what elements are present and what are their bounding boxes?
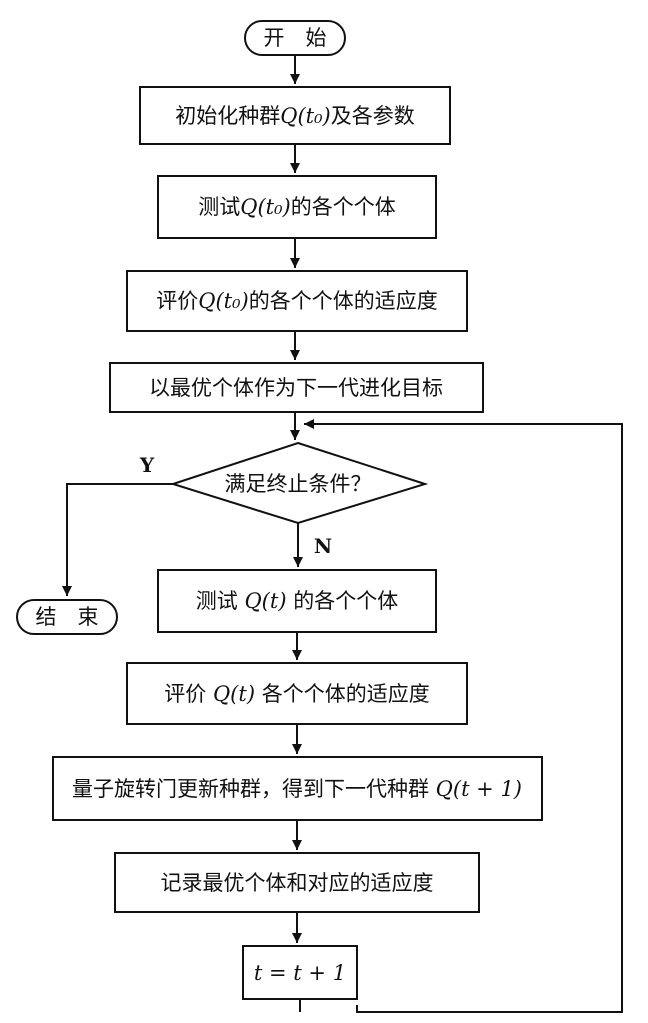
test0-box — [157, 175, 437, 239]
yes-label: Y — [139, 453, 155, 477]
end-terminal — [16, 599, 118, 635]
record-label: 记录最优个体和对应的适应度 — [161, 871, 434, 895]
end-label: 结 束 — [36, 605, 99, 629]
target-label: 以最优个体作为下一代进化目标 — [149, 376, 443, 400]
update-box — [52, 756, 543, 821]
eval-t-label: 评价 Q(t) 各个个体的适应度 — [164, 682, 429, 706]
init-box — [139, 86, 451, 145]
increment-box — [242, 945, 358, 1000]
init-label: 初始化种群Q(t₀)及各参数 — [175, 104, 414, 128]
record-box — [114, 852, 480, 913]
target-box — [109, 362, 484, 413]
update-label: 量子旋转门更新种群，得到下一代种群 Q(t + 1) — [72, 777, 522, 801]
loop-back-arrow — [304, 419, 623, 1013]
start-label: 开 始 — [264, 26, 327, 50]
arrow-yes-to-end — [62, 483, 173, 596]
decision-label: 满足终止条件？ — [225, 472, 372, 496]
test-t-label: 测试 Q(t) 的各个个体 — [196, 589, 398, 613]
eval0-box — [126, 270, 468, 332]
increment-label: t = t + 1 — [254, 961, 346, 985]
no-label: N — [314, 534, 332, 558]
test0-label: 测试Q(t₀)的各个个体 — [198, 195, 395, 219]
eval0-label: 评价Q(t₀)的各个个体的适应度 — [156, 289, 437, 313]
eval-t-box — [126, 662, 468, 725]
